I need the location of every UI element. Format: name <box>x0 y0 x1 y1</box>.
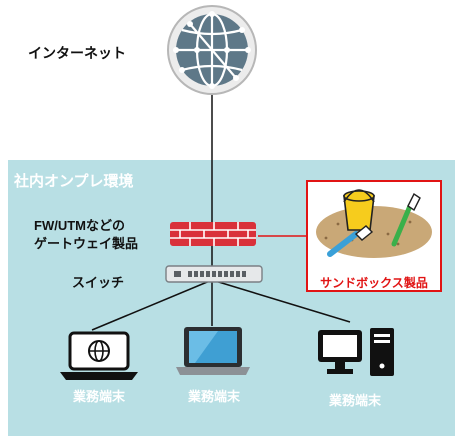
terminal-1-label: 業務端末 <box>72 389 125 404</box>
gateway-label-line1: FW/UTMなどの <box>34 218 125 233</box>
terminal-2-label: 業務端末 <box>187 389 240 404</box>
zone-title: 社内オンプレ環境 <box>14 173 134 190</box>
internet-label: インターネット <box>28 45 126 61</box>
laptop-icon <box>176 327 250 375</box>
switch-label: スイッチ <box>72 275 125 290</box>
gateway-label-line2: ゲートウェイ製品 <box>34 236 139 251</box>
laptop-globe-icon <box>60 331 138 380</box>
desktop-pc-icon <box>318 328 394 376</box>
switch-terminal-1-link <box>91 279 213 331</box>
switch-terminal-3-link <box>211 279 351 323</box>
globe-icon <box>167 5 257 95</box>
switch-icon <box>165 265 263 283</box>
terminal-3-label: 業務端末 <box>328 393 381 408</box>
sandbox-label: サンドボックス製品 <box>320 276 428 290</box>
firewall-icon <box>170 222 256 246</box>
